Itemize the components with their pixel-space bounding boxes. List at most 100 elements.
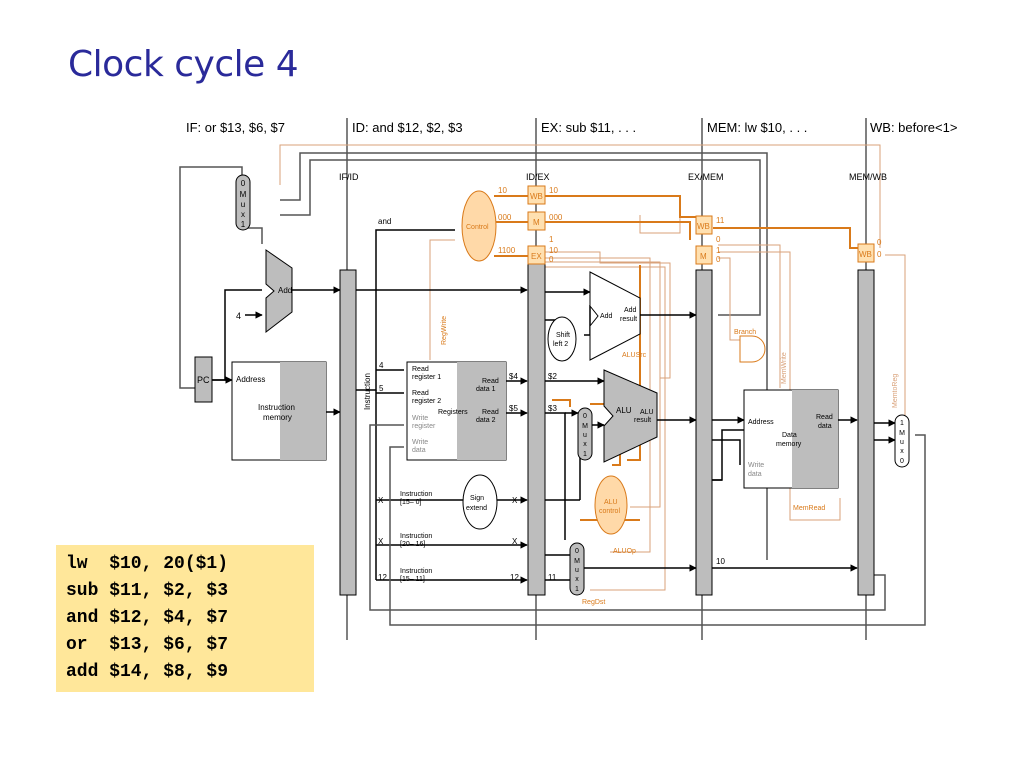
svg-text:Shift: Shift [556,332,570,339]
svg-text:Registers: Registers [438,409,468,416]
svg-text:1: 1 [583,451,587,458]
svg-text:Add: Add [600,313,613,320]
idex-register [527,259,546,596]
svg-text:$4: $4 [509,372,518,381]
svg-text:Control: Control [466,224,489,231]
svg-text:$5: $5 [509,404,518,413]
branch-adder [589,271,641,361]
regwrite-label: RegWrite [441,316,448,345]
data-wires [212,229,896,584]
stage-label-wb: WB: before<1> [870,120,958,135]
svg-text:0: 0 [575,548,579,555]
and-op-label: and [378,217,391,226]
pc-register [194,356,213,403]
alusrc-mux [577,407,593,461]
svg-text:result: result [634,417,651,424]
svg-text:Read: Read [482,409,499,416]
svg-text:Read: Read [412,366,429,373]
svg-text:X: X [378,496,384,505]
svg-text:x: x [900,448,904,455]
svg-text:12: 12 [510,573,519,582]
svg-text:1: 1 [575,586,579,593]
alusrc-label: ALUSrc [622,352,647,359]
regdst-mux [569,542,585,596]
branch-target-wire [280,152,768,560]
svg-text:[15– 0]: [15– 0] [400,499,421,506]
pc-adder-label: Add [278,286,292,295]
exmem-m-2: 0 [716,255,721,264]
stage-label-if: IF: or $13, $6, $7 [186,120,286,135]
control-unit [461,190,497,262]
svg-text:Address: Address [748,419,774,426]
pipeline-registers [339,259,875,596]
control-fields [527,185,875,265]
pcsrc-wire [280,159,761,316]
svg-text:u: u [583,432,587,439]
svg-text:M: M [240,190,247,199]
constant-four: 4 [236,311,241,321]
idex-ex-label: EX [531,252,542,261]
svg-text:0: 0 [583,413,587,420]
idex-m-label: M [533,218,540,227]
svg-text:Write: Write [412,439,428,446]
idex-label: ID/EX [526,172,550,182]
sign-extend [462,474,498,530]
svg-text:Instruction: Instruction [258,403,295,412]
pc-mux [235,174,251,231]
svg-text:x: x [241,210,245,219]
ctrl-m-value: 000 [498,213,512,222]
ifid-register [339,269,357,596]
svg-text:0: 0 [900,458,904,465]
svg-text:11: 11 [548,573,557,582]
idex-ex-0: 0 [549,255,554,264]
memwb-register [857,269,875,596]
control-wires-pale [279,144,906,591]
exmem-register [695,269,713,596]
svg-text:extend: extend [466,505,487,512]
svg-text:register: register [412,423,436,430]
pc-adder [265,249,293,334]
code-line: add $14, $8, $9 [66,662,229,682]
instruction-sequence: lw $10, 20($1) sub $11, $2, $3 and $12, … [56,545,314,692]
aluop-label: ALUOp [613,548,636,555]
svg-text:X: X [512,496,518,505]
stage-label-mem: MEM: lw $10, . . . [707,120,808,135]
branch-and-gate [739,335,766,363]
svg-text:Instruction: Instruction [400,568,432,575]
svg-text:Write: Write [412,415,428,422]
svg-text:data: data [412,447,426,454]
svg-text:12: 12 [378,573,387,582]
svg-text:1: 1 [900,420,904,427]
memtoreg-mux [894,414,910,468]
svg-text:Address: Address [236,375,265,384]
exmem-label: EX/MEM [688,172,724,182]
idex-wb-value: 10 [549,186,558,195]
svg-text:Add: Add [624,307,637,314]
dest-reg-value: 10 [716,557,725,566]
idex-m-value: 000 [549,213,563,222]
svg-text:result: result [620,316,637,323]
code-line: and $12, $4, $7 [66,608,229,628]
svg-text:0: 0 [241,179,246,188]
svg-text:M: M [582,423,588,430]
svg-text:u: u [900,439,904,446]
exmem-m-1: 1 [716,246,721,255]
svg-text:u: u [241,200,245,209]
svg-text:register 2: register 2 [412,398,441,405]
svg-text:Sign: Sign [470,495,484,502]
svg-text:5: 5 [379,384,384,393]
svg-text:Read: Read [816,414,833,421]
exmem-wb-label: WB [697,222,710,231]
feedback-wires [179,152,768,560]
memwb-label: MEM/WB [849,172,887,182]
exmem-m-label: M [700,252,707,261]
memwrite-label: MemWrite [781,352,788,384]
idex-wb-label: WB [530,192,543,201]
branch-label: Branch [734,329,756,336]
svg-text:M: M [899,430,905,437]
idex-ex-10: 10 [549,246,558,255]
code-line: lw $10, 20($1) [66,554,229,574]
svg-text:register 1: register 1 [412,374,441,381]
ctrl-wb-value: 10 [498,186,507,195]
